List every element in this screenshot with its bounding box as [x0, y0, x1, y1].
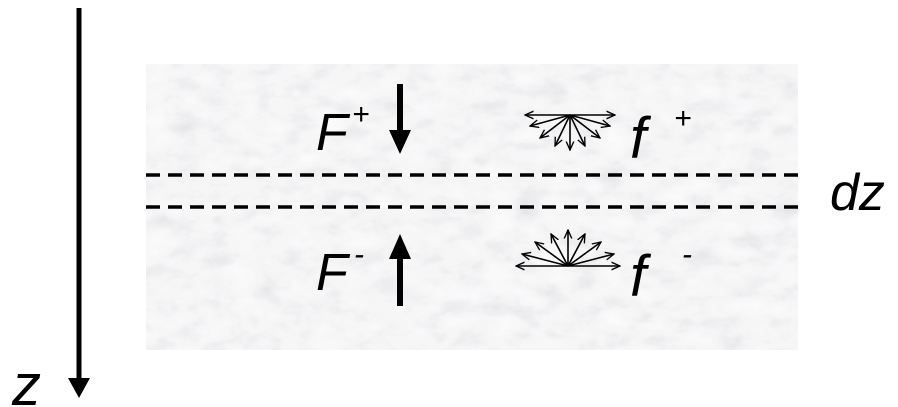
downward-flux-symbol: F	[316, 104, 351, 162]
upward-radiance-sign: -	[682, 238, 692, 271]
upward-flux-symbol: F	[316, 244, 351, 302]
upward-radiance-fan-icon	[516, 230, 620, 266]
downward-flux-arrow	[389, 84, 411, 154]
medium-texture	[146, 64, 798, 350]
downward-flux-sign: +	[352, 98, 370, 131]
z-axis-label: z	[11, 353, 41, 407]
layer-thickness-label: dz	[830, 164, 885, 222]
upward-flux-sign: -	[354, 238, 364, 271]
downward-radiance-sign: +	[674, 102, 692, 135]
downward-radiance-fan-icon	[525, 115, 615, 150]
z-axis-arrowhead	[68, 378, 90, 398]
upward-flux-arrow	[389, 234, 411, 306]
